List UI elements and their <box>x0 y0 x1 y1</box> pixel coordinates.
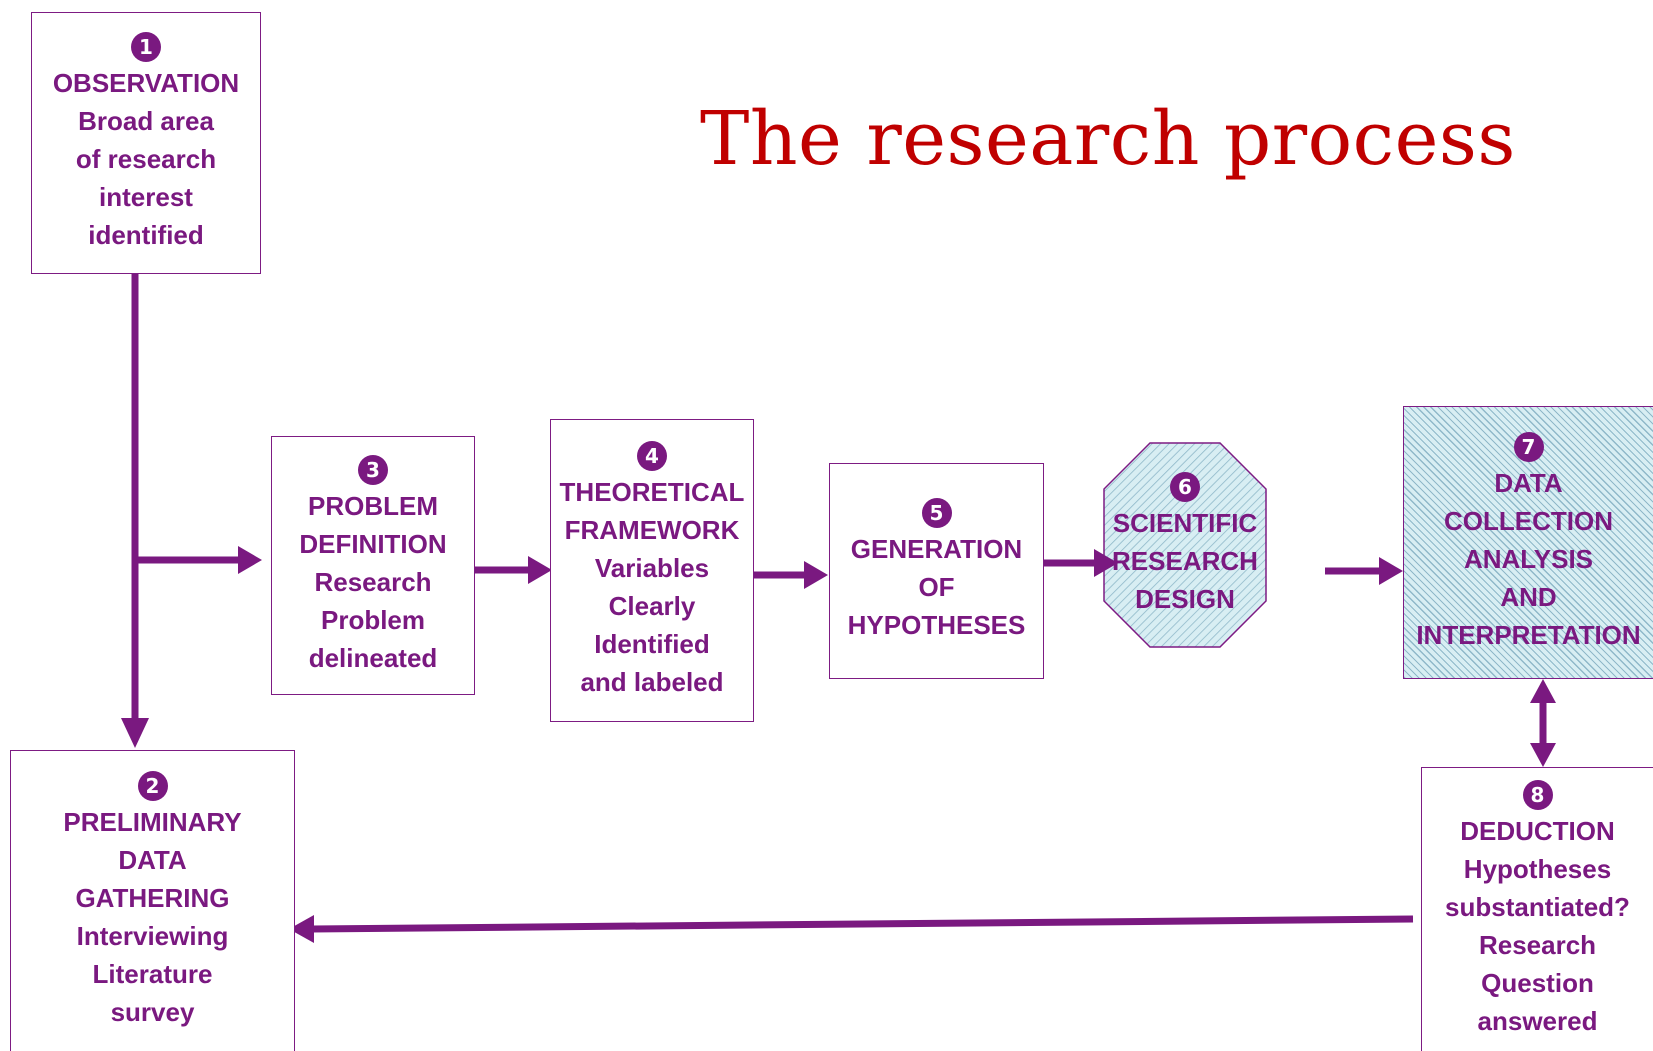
step-7-number: 7 <box>1513 431 1544 462</box>
step-8-line-3: substantiated? <box>1445 891 1630 922</box>
step-2-line-4: Interviewing <box>76 921 229 951</box>
step-5-box: 5 GENERATION OF HYPOTHESES <box>829 463 1044 679</box>
step-7-line-3: ANALYSIS <box>1463 543 1594 574</box>
step-3-line-1: PROBLEM <box>308 490 438 521</box>
arrow-step1-to-step2-head <box>121 718 149 748</box>
step-1-box: 1 OBSERVATION Broad area of research int… <box>31 12 261 274</box>
step-3-line-2: DEFINITION <box>299 528 447 559</box>
step-4-line-5: Identified <box>594 628 710 659</box>
arrow-step4-to-step5-head <box>804 561 828 589</box>
step-2-line-5: Literature <box>92 959 213 989</box>
step-1-number: 1 <box>131 32 161 62</box>
step-5-line-2: OF <box>918 572 955 602</box>
step-2-line-2: DATA <box>118 845 187 875</box>
step-6-line-2: RESEARCH <box>1112 546 1258 576</box>
step-1-line-4: interest <box>99 182 193 212</box>
arrow-step8-to-step2-head <box>289 915 314 943</box>
step-1-line-1: OBSERVATION <box>52 68 240 98</box>
step-2-line-1: PRELIMINARY <box>63 807 242 837</box>
step-6-number: 6 <box>1170 472 1200 502</box>
step-7-line-2: COLLECTION <box>1444 505 1613 536</box>
step-3-box: 3 PROBLEM DEFINITION Research Problem de… <box>271 436 475 695</box>
step-6-octagon <box>1103 442 1267 648</box>
step-8-number: 8 <box>1522 779 1553 810</box>
arrow-step7-step8-head-down <box>1530 743 1556 767</box>
step-7-line-1: DATA <box>1494 467 1563 498</box>
arrow-step7-step8-head-up <box>1530 679 1556 703</box>
step-3-line-3: Research <box>314 566 432 597</box>
step-3-number: 3 <box>358 454 388 485</box>
step-4-number: 4 <box>637 440 667 471</box>
arrow-to-step3-head <box>238 546 262 574</box>
step-8-line-6: answered <box>1477 1005 1598 1036</box>
arrow-step6-to-step7-head <box>1379 557 1403 585</box>
step-4-line-3: Variables <box>594 552 710 583</box>
step-4-line-6: and labeled <box>580 666 724 697</box>
step-2-number: 2 <box>137 771 168 801</box>
step-3-line-4: Problem <box>320 604 426 635</box>
arrow-step8-to-step2 <box>311 915 1414 933</box>
step-8-line-1: DEDUCTION <box>1460 815 1615 846</box>
page-title: The research process <box>700 96 1516 182</box>
step-7-line-4: AND <box>1500 581 1557 612</box>
step-4-line-1: THEORETICAL <box>559 476 745 507</box>
step-5-number: 5 <box>921 498 952 528</box>
step-1-line-5: identified <box>88 220 204 250</box>
step-4-box: 4 THEORETICAL FRAMEWORK Variables Clearl… <box>550 419 754 722</box>
step-3-line-5: delineated <box>308 642 438 673</box>
step-8-line-2: Hypotheses <box>1463 853 1612 884</box>
step-2-box: 2 PRELIMINARY DATA GATHERING Interviewin… <box>10 750 295 1051</box>
step-8-line-5: Question <box>1481 967 1594 998</box>
step-8-line-4: Research <box>1478 929 1597 960</box>
step-1-line-2: Broad area <box>78 106 214 136</box>
step-7-line-5: INTERPRETATION <box>1416 619 1641 650</box>
step-1-line-3: of research <box>75 144 217 174</box>
step-8-box: 8 DEDUCTION Hypotheses substantiated? Re… <box>1421 767 1653 1051</box>
arrow-step5-to-step6-head <box>1094 549 1118 577</box>
step-7-box: 7 DATA COLLECTION ANALYSIS AND INTERPRET… <box>1403 406 1653 679</box>
step-4-line-2: FRAMEWORK <box>564 514 740 545</box>
arrow-step3-to-step4-head <box>528 556 552 584</box>
step-5-line-1: GENERATION <box>850 534 1023 564</box>
step-6-label: 6 SCIENTIFIC RESEARCH DESIGN <box>1104 443 1266 647</box>
step-2-line-3: GATHERING <box>75 883 230 913</box>
step-6-line-3: DESIGN <box>1135 584 1235 614</box>
step-2-line-6: survey <box>110 997 195 1027</box>
step-6-line-1: SCIENTIFIC <box>1112 508 1258 538</box>
step-5-line-3: HYPOTHESES <box>847 610 1026 640</box>
step-4-line-4: Clearly <box>608 590 696 621</box>
